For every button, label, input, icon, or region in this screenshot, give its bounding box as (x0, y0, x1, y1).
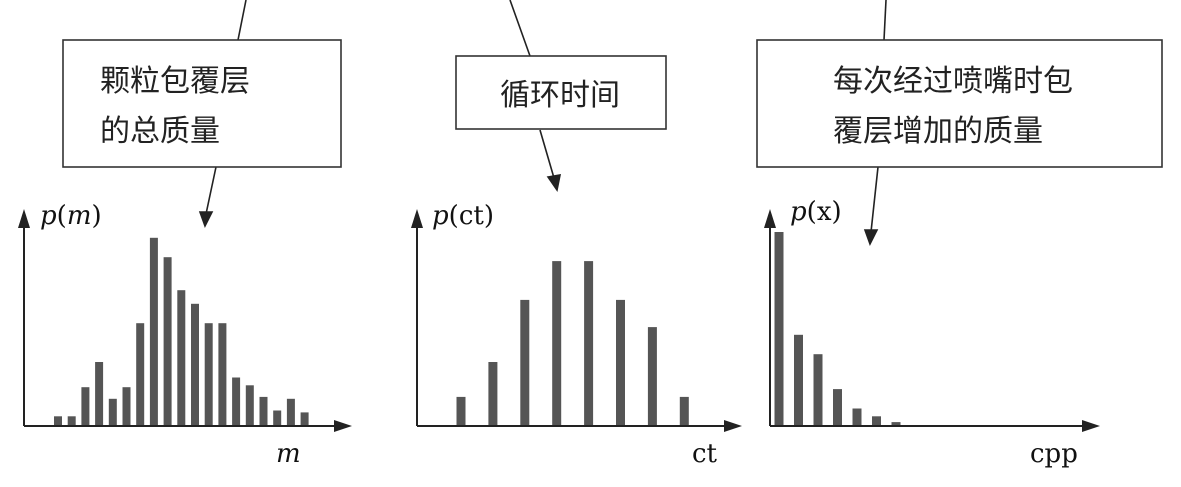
arrowhead-1 (198, 211, 214, 229)
chart-2-bar-6 (616, 299, 625, 426)
chart-1-bar-6 (122, 387, 131, 426)
chart-2-ylabel: p(ct) (432, 201, 494, 231)
chart-2-x-arrow (724, 420, 742, 432)
leader-line-3-top (883, 0, 887, 41)
chart-1: p(m) m (18, 201, 352, 469)
callout-1: 颗粒包覆层 的总质量 (62, 39, 342, 168)
chart-1-bar-15 (245, 385, 254, 426)
callout-1-line-2: 的总质量 (100, 114, 220, 149)
chart-3-bar-2 (794, 334, 803, 426)
chart-1-bars (54, 237, 309, 426)
chart-2-bar-4 (552, 261, 562, 426)
chart-3-xlabel: cpp (1030, 439, 1078, 469)
chart-2-bar-7 (647, 327, 657, 426)
chart-2-ylabel-func: p (432, 201, 449, 231)
chart-1-y-arrow (18, 209, 30, 228)
chart-1-bar-1 (54, 416, 62, 426)
chart-1-bar-2 (67, 416, 76, 426)
callout-box-2 (455, 55, 667, 130)
chart-2-ylabel-open: ( (449, 201, 459, 231)
chart-1-bar-7 (136, 323, 145, 426)
chart-1-bar-3 (81, 387, 90, 426)
callout-box-3 (756, 39, 1163, 168)
callout-3-line-2: 覆层增加的质量 (833, 114, 1043, 149)
chart-1-ylabel-func: p (40, 201, 57, 231)
leader-line-3-bottom (870, 166, 879, 233)
chart-3-ylabel-arg: x (817, 197, 832, 227)
chart-1-ylabel: p(m) (40, 201, 102, 231)
chart-3-x-arrow (1082, 420, 1100, 432)
chart-1-bar-16 (259, 396, 268, 426)
chart-1-ylabel-close: ) (91, 201, 101, 231)
chart-1-xlabel: m (276, 439, 301, 469)
chart-1-bar-17 (273, 410, 282, 426)
callout-2-line-1: 循环时间 (500, 78, 620, 113)
leader-line-1-bottom (205, 166, 217, 215)
chart-3-bar-3 (813, 354, 823, 426)
chart-3-bars (774, 232, 901, 426)
chart-1-ylabel-open: ( (57, 201, 67, 231)
callout-3-line-1: 每次经过喷嘴时包 (833, 64, 1073, 99)
chart-3-bar-5 (852, 408, 862, 426)
chart-3: p(x) cpp (764, 197, 1100, 469)
chart-1-bar-12 (204, 323, 213, 426)
chart-2-y-arrow (411, 209, 423, 228)
chart-2: p(ct) ct (411, 201, 742, 469)
chart-3-bar-6 (872, 416, 881, 426)
chart-1-x-arrow (334, 420, 352, 432)
chart-1-bar-14 (232, 377, 241, 426)
chart-1-bar-4 (95, 362, 104, 426)
chart-2-bar-5 (584, 261, 594, 426)
callout-2: 循环时间 (455, 55, 667, 130)
chart-1-bar-19 (300, 412, 309, 426)
callout-3: 每次经过喷嘴时包 覆层增加的质量 (756, 39, 1163, 168)
chart-3-ylabel: p(x) (790, 197, 842, 227)
chart-1-bar-11 (191, 303, 199, 426)
chart-3-ylabel-open: ( (807, 197, 817, 227)
chart-2-bar-1 (456, 396, 466, 426)
arrowhead-3 (863, 229, 879, 247)
chart-3-ylabel-close: ) (831, 197, 841, 227)
callout-box-1 (62, 39, 342, 168)
chart-2-xlabel: ct (692, 439, 718, 469)
chart-1-bar-9 (163, 257, 172, 426)
chart-1-bar-18 (286, 398, 295, 426)
chart-3-bar-4 (833, 389, 842, 426)
chart-1-bar-8 (149, 237, 158, 426)
chart-1-ylabel-arg: m (67, 201, 92, 231)
arrowhead-2 (546, 174, 562, 193)
chart-3-y-arrow (764, 209, 776, 228)
chart-3-bar-7 (891, 422, 901, 426)
chart-2-ylabel-arg: ct (459, 201, 485, 231)
chart-2-bar-8 (679, 396, 689, 426)
chart-3-ylabel-func: p (790, 197, 807, 227)
leader-lines (198, 0, 887, 247)
chart-2-bars (456, 261, 689, 426)
callout-1-line-1: 颗粒包覆层 (100, 64, 250, 99)
leader-line-1-top (237, 0, 247, 41)
chart-1-bar-13 (218, 323, 227, 426)
chart-2-bar-2 (488, 362, 498, 426)
chart-3-bar-1 (774, 232, 784, 426)
chart-1-bar-5 (108, 398, 117, 426)
chart-2-ylabel-close: ) (484, 201, 494, 231)
leader-line-2-top (509, 0, 531, 57)
leader-line-2-bottom (539, 129, 555, 179)
chart-1-bar-10 (177, 290, 186, 426)
chart-2-bar-3 (520, 299, 530, 426)
